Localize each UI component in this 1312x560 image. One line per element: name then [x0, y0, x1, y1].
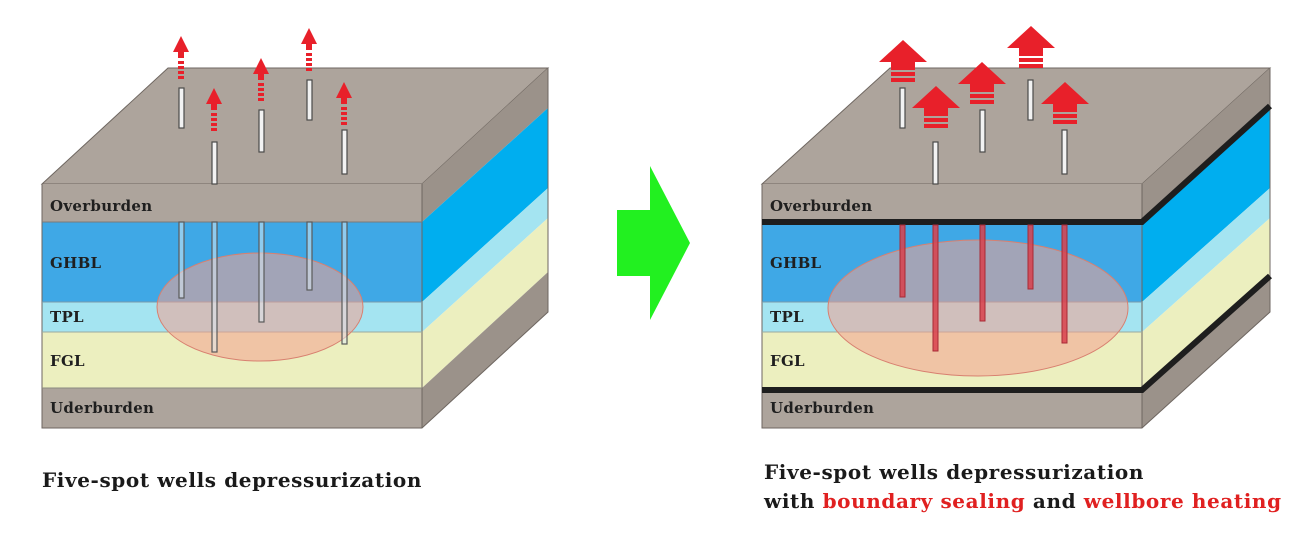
transition-arrow [617, 166, 690, 320]
right-surface-wells [899, 79, 1068, 185]
right-side-ghbl [1142, 106, 1270, 302]
left-label-fgl: FGL [50, 352, 85, 370]
right-side-overburden [1142, 68, 1270, 220]
right-side-fgl [1142, 218, 1270, 390]
right-side-tpl [1142, 188, 1270, 332]
left-label-overburden: Overburden [50, 197, 152, 215]
right-front-overburden [762, 184, 1142, 222]
right-depressurized-zone [827, 239, 1129, 377]
right-label-uderburden: Uderburden [770, 399, 874, 417]
right-front-uderburden [762, 390, 1142, 428]
right-side-uderburden [1142, 276, 1270, 428]
right-caption-with: with [764, 489, 815, 513]
left-gas-arrows [173, 28, 352, 131]
left-label-uderburden: Uderburden [50, 399, 154, 417]
right-label-fgl: FGL [770, 352, 805, 370]
left-front-overburden [42, 184, 422, 222]
right-label-ghbl: GHBL [770, 254, 822, 272]
left-subsurface-wells [178, 221, 348, 353]
left-side-fgl [422, 218, 548, 388]
left-side-tpl [422, 188, 548, 332]
right-caption-boundary-sealing: boundary sealing [822, 489, 1026, 513]
right-gas-arrows [879, 26, 1089, 128]
right-reservoir-block: Overburden GHBL TPL FGL Uderburden [760, 26, 1273, 429]
left-label-tpl: TPL [50, 308, 84, 326]
right-caption-line2: with boundary sealing and wellbore heati… [764, 487, 1282, 516]
right-caption-and: and [1032, 489, 1077, 513]
left-surface-wells [178, 79, 348, 185]
lower-boundary-seal [762, 273, 1272, 393]
right-caption: Five-spot wells depressurization with bo… [764, 458, 1282, 516]
left-reservoir-block: Overburden GHBL TPL FGL Uderburden [40, 28, 550, 429]
right-caption-line1: Five-spot wells depressurization [764, 460, 1144, 484]
right-label-tpl: TPL [770, 308, 804, 326]
left-label-ghbl: GHBL [50, 254, 102, 272]
left-side-ghbl [422, 108, 548, 302]
left-side-uderburden [422, 272, 548, 428]
right-caption-wellbore-heating: wellbore heating [1083, 489, 1282, 513]
left-caption: Five-spot wells depressurization [42, 468, 422, 492]
upper-boundary-seal [762, 103, 1273, 225]
right-label-overburden: Overburden [770, 197, 872, 215]
left-front-uderburden [42, 388, 422, 428]
left-side-overburden [422, 68, 548, 222]
right-heated-wells [899, 224, 1068, 352]
